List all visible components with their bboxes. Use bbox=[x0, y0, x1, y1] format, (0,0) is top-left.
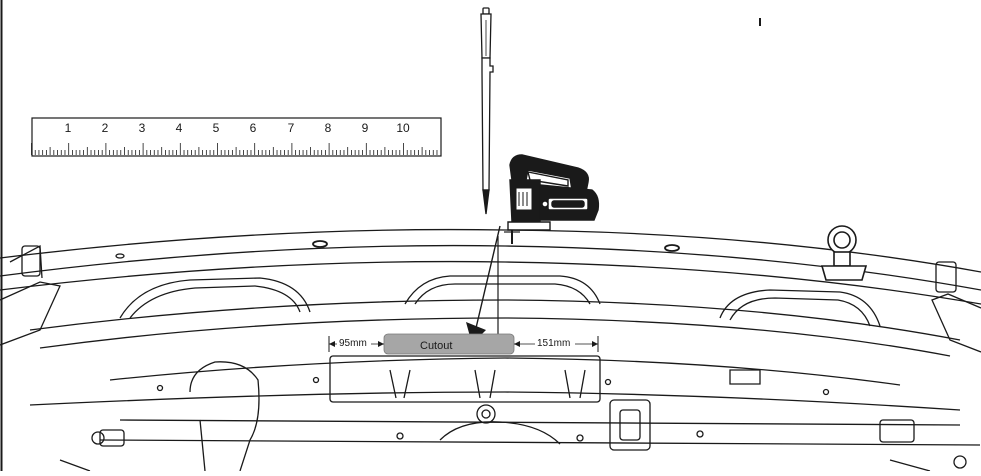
ruler-label: 2 bbox=[102, 121, 109, 135]
ruler-labels: 1 2 3 4 5 6 7 8 9 10 bbox=[65, 121, 410, 135]
dimension-arrow-icon bbox=[378, 341, 384, 347]
ruler-label: 8 bbox=[325, 121, 332, 135]
ruler-label: 5 bbox=[213, 121, 220, 135]
dimension-label-left: 95mm bbox=[339, 338, 367, 349]
dimension-annotation: Cutout 95mm 151mm bbox=[328, 333, 599, 355]
ruler-ticks bbox=[31, 143, 438, 155]
arrow-shaft bbox=[475, 225, 501, 329]
jigsaw-icon bbox=[504, 154, 600, 244]
ruler-label: 4 bbox=[176, 121, 183, 135]
dimension-arrow-icon bbox=[329, 341, 335, 347]
scribe-pen-icon bbox=[480, 7, 494, 215]
dimension-label-right: 151mm bbox=[537, 338, 570, 349]
dimension-arrow-icon bbox=[592, 341, 598, 347]
ruler-label: 9 bbox=[362, 121, 369, 135]
dimension-arrow-icon bbox=[514, 341, 520, 347]
ruler: 1 2 3 4 5 6 7 8 9 10 bbox=[31, 117, 442, 157]
ruler-label: 7 bbox=[288, 121, 295, 135]
ruler-label: 1 bbox=[65, 121, 72, 135]
cut-guide bbox=[466, 225, 501, 350]
dimension-label-bg bbox=[337, 336, 371, 349]
cutout-label: Cutout bbox=[420, 340, 452, 352]
ruler-label: 3 bbox=[139, 121, 146, 135]
dimension-label-bg bbox=[535, 336, 575, 349]
ruler-label: 6 bbox=[250, 121, 257, 135]
ruler-label: 10 bbox=[396, 121, 410, 135]
tow-eye-icon bbox=[820, 225, 868, 281]
